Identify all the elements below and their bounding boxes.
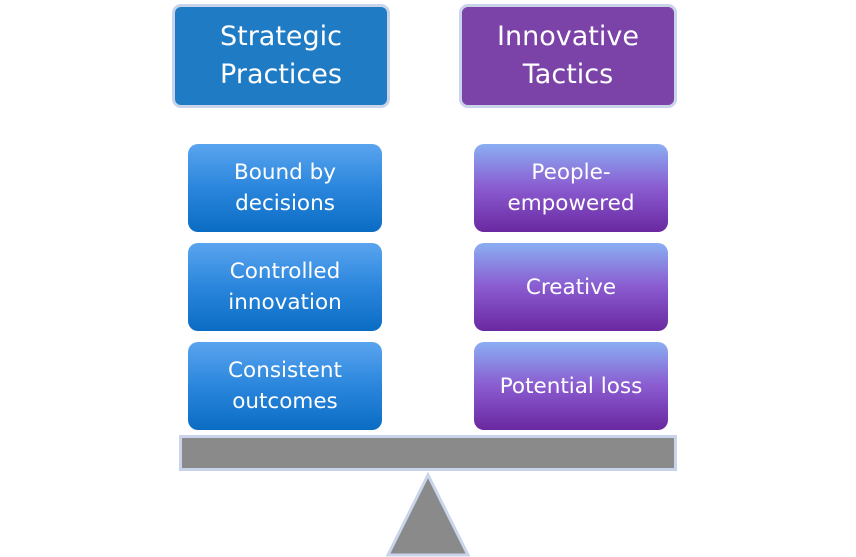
fulcrum-triangle xyxy=(385,472,471,557)
innovative-tactics-header: Innovative Tactics xyxy=(459,4,677,108)
right-item-potential-loss: Potential loss xyxy=(474,342,668,430)
left-item-controlled-innovation: Controlled innovation xyxy=(188,243,382,331)
right-item-people-empowered: People- empowered xyxy=(474,144,668,232)
balance-beam xyxy=(179,435,677,471)
right-item-creative: Creative xyxy=(474,243,668,331)
left-item-bound-by-decisions: Bound by decisions xyxy=(188,144,382,232)
left-item-consistent-outcomes: Consistent outcomes xyxy=(188,342,382,430)
strategic-practices-header: Strategic Practices xyxy=(172,4,390,108)
